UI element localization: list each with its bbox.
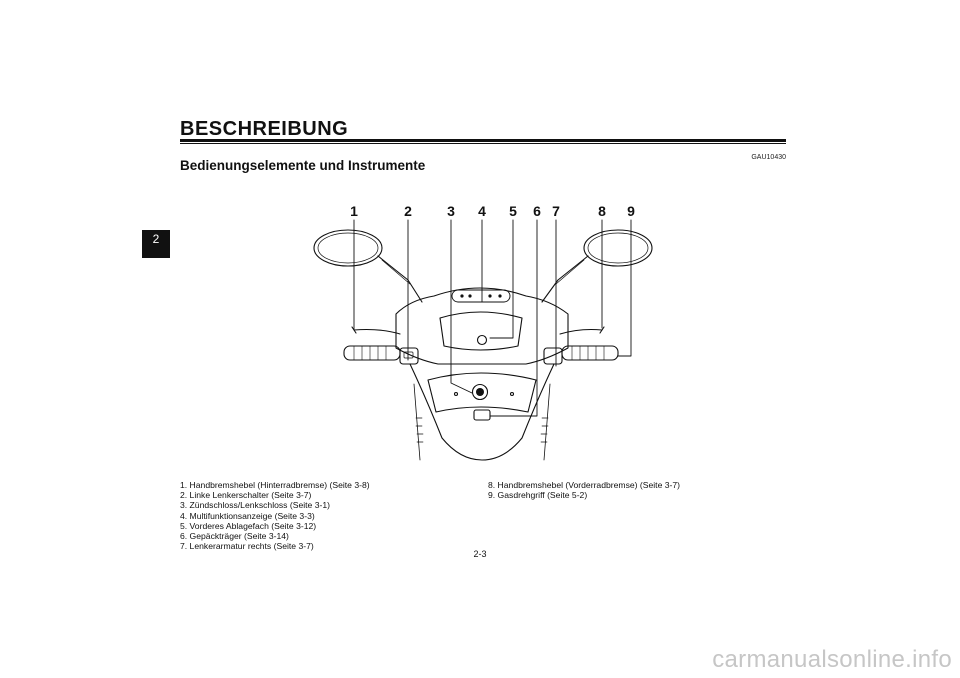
callout-8: 8	[598, 203, 606, 219]
callout-4: 4	[478, 203, 486, 219]
legend-item: 1. Handbremshebel (Hinterradbremse) (Sei…	[180, 480, 370, 490]
scooter-handlebar-figure: 1 2 3 4 5 6 7 8 9	[313, 203, 653, 461]
legend-item: 8. Handbremshebel (Vorderradbremse) (Sei…	[488, 480, 681, 490]
right-mirror	[541, 229, 653, 303]
legend-item: 3. Zündschloss/Lenkschloss (Seite 3-1)	[180, 500, 330, 511]
left-mirror	[313, 229, 423, 303]
callout-3: 3	[447, 203, 455, 219]
legend-item: 6. Gepäckträger (Seite 3-14)	[180, 531, 289, 542]
callout-2: 2	[404, 203, 412, 219]
callout-6: 6	[533, 203, 541, 219]
scooter-front-body	[395, 287, 569, 461]
watermark: carmanualsonline.info	[712, 646, 952, 673]
legend-right: 8. Handbremshebel (Vorderradbremse) (Sei…	[488, 480, 680, 500]
title-divider-thin	[180, 143, 786, 144]
legend-item: 7. Lenkerarmatur rechts (Seite 3-7)	[180, 541, 314, 552]
chapter-tab-label: 2	[152, 232, 160, 246]
callout-7: 7	[552, 203, 560, 219]
chapter-tab: 2	[142, 230, 170, 258]
section-title: Bedienungselemente und Instrumente	[180, 158, 426, 173]
page-number: 2-3	[473, 549, 487, 559]
legend-item: 9. Gasdrehgriff (Seite 5-2)	[488, 490, 588, 501]
legend-item: 5. Vorderes Ablagefach (Seite 3-12)	[180, 520, 317, 531]
leader-lines	[353, 219, 632, 417]
left-grip-and-lever	[343, 326, 419, 365]
callout-1: 1	[350, 203, 358, 219]
callout-9: 9	[627, 203, 635, 219]
reference-code: GAU10430	[751, 154, 786, 161]
legend-left: 1. Handbremshebel (Hinterradbremse) (Sei…	[180, 480, 370, 551]
callout-5: 5	[509, 203, 517, 219]
legend-item: 4. Multifunktionsanzeige (Seite 3-3)	[180, 510, 315, 521]
page-title: BESCHREIBUNG	[180, 118, 349, 140]
right-grip-and-lever	[543, 326, 619, 365]
legend-item: 2. Linke Lenkerschalter (Seite 3-7)	[180, 490, 312, 501]
title-divider	[180, 139, 786, 142]
